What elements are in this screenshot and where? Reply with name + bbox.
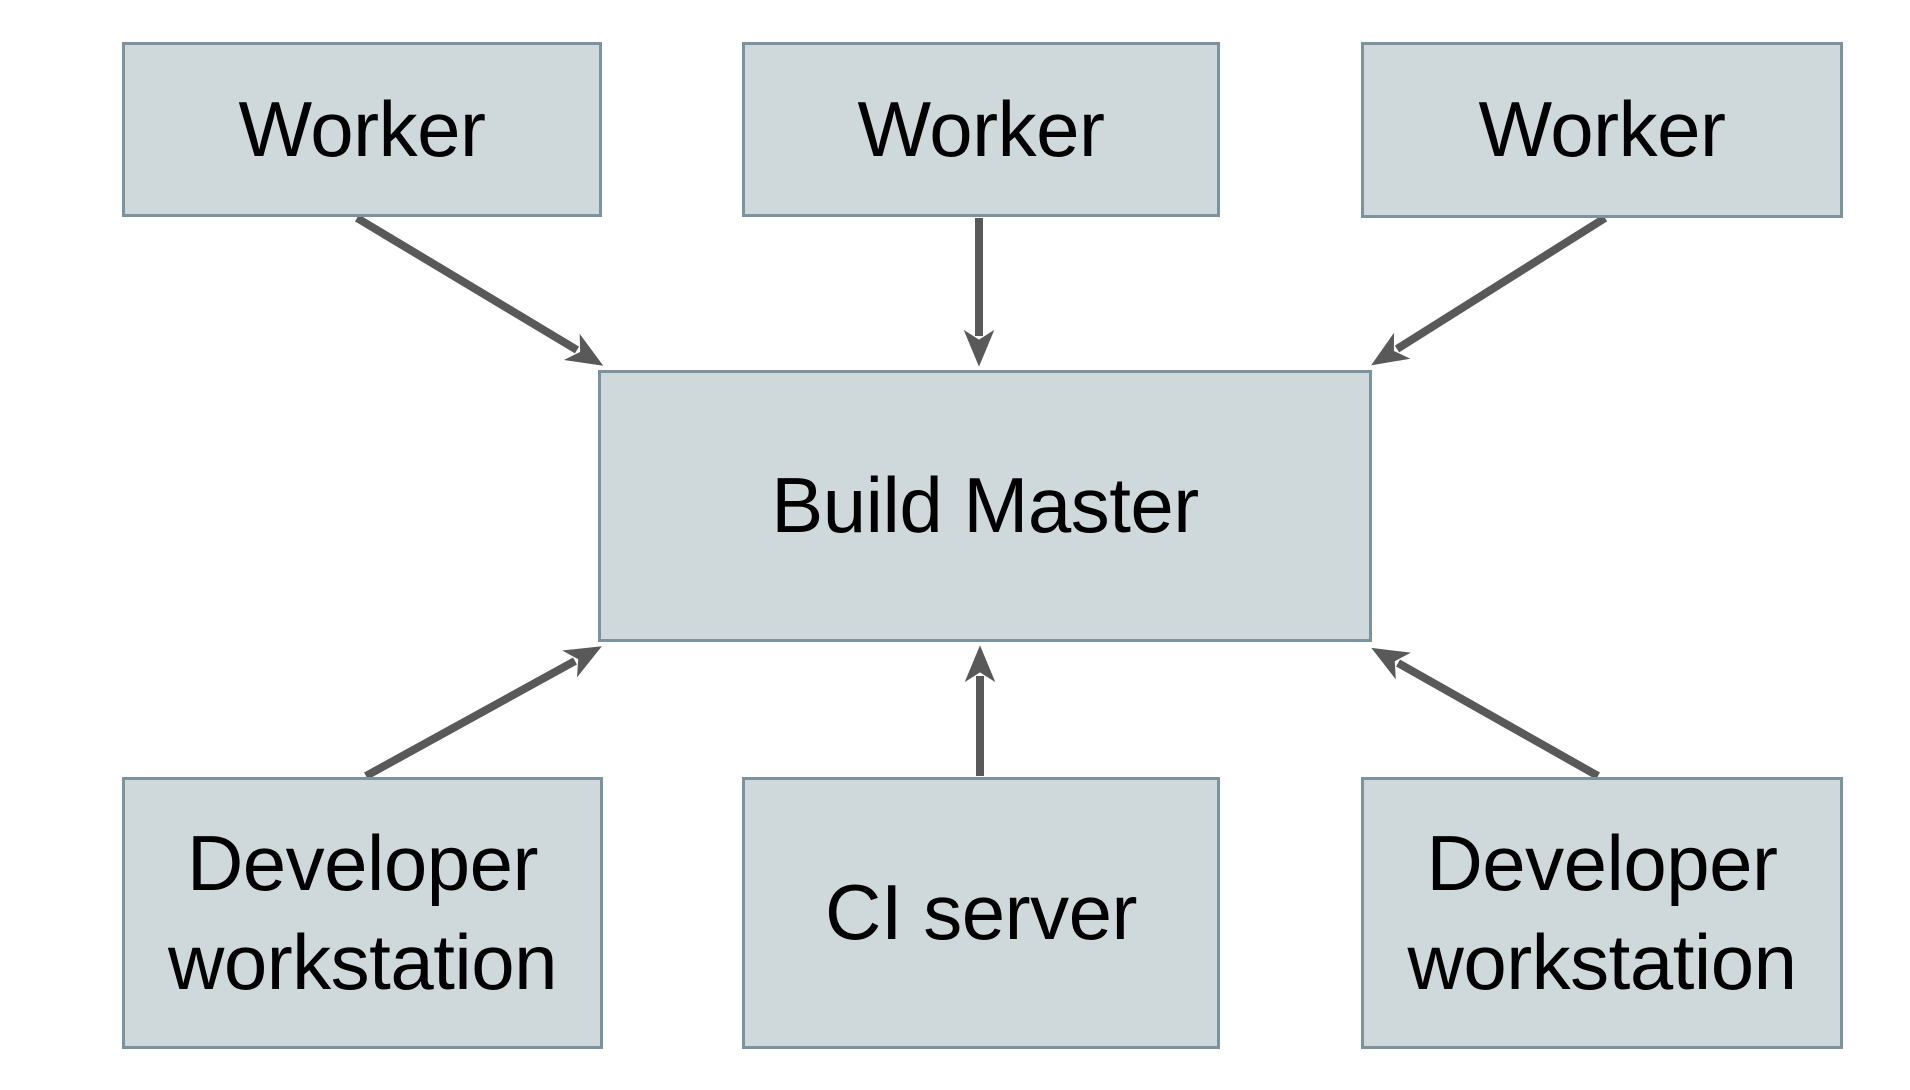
- arrow-devright-to-buildmaster: [1371, 647, 1600, 780]
- node-worker-3[interactable]: Worker: [1361, 42, 1843, 218]
- node-ci-server[interactable]: CI server: [742, 777, 1220, 1049]
- node-ci-server-label: CI server: [825, 868, 1137, 957]
- arrow-worker1-to-buildmaster: [354, 214, 604, 366]
- node-worker-2[interactable]: Worker: [742, 42, 1220, 217]
- node-worker-1[interactable]: Worker: [122, 42, 602, 217]
- node-worker-1-label: Worker: [238, 84, 486, 173]
- node-developer-workstation-right-label: Developer workstation: [1407, 818, 1798, 1006]
- node-worker-3-label: Worker: [1478, 85, 1726, 174]
- arrow-worker3-to-buildmaster: [1371, 214, 1608, 366]
- node-developer-workstation-left-label: Developer workstation: [168, 818, 558, 1006]
- node-worker-2-label: Worker: [857, 84, 1105, 173]
- node-developer-workstation-left[interactable]: Developer workstation: [122, 777, 603, 1049]
- node-build-master[interactable]: Build Master: [598, 370, 1372, 642]
- node-build-master-label: Build Master: [771, 461, 1199, 550]
- node-developer-workstation-right[interactable]: Developer workstation: [1361, 777, 1843, 1049]
- arrow-devleft-to-buildmaster: [364, 646, 602, 780]
